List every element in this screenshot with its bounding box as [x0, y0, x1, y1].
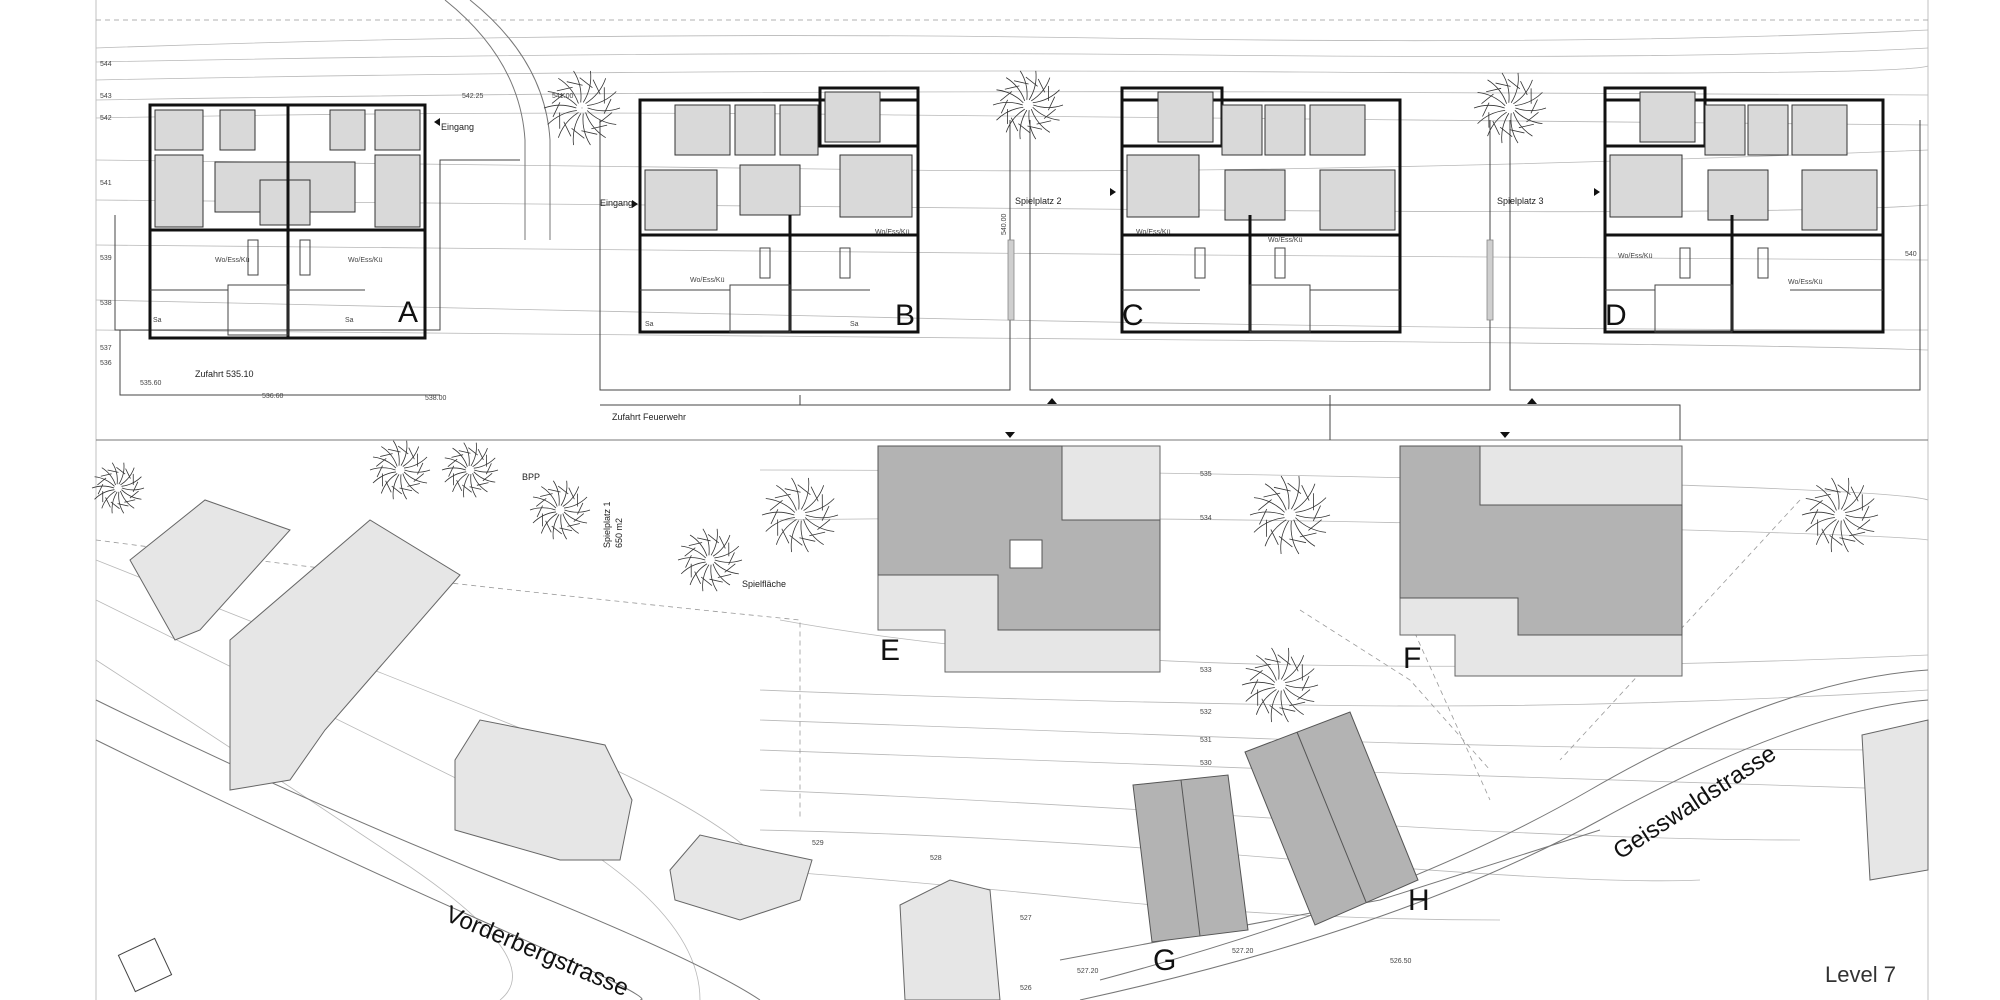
tree-symbols: [91, 70, 1879, 723]
building-letter-f: F: [1403, 642, 1421, 675]
house-letter-b: B: [895, 299, 915, 332]
room-label: Wo/Ess/Kü: [875, 229, 910, 236]
bpp-label: BPP: [522, 472, 540, 482]
house-letter-c: C: [1122, 299, 1144, 332]
contour-label: 530: [1200, 760, 1212, 767]
streets: [95, 439, 1929, 1000]
room-label: Wo/Ess/Kü: [1268, 237, 1303, 244]
room-label: Wo/Ess/Kü: [1788, 279, 1823, 286]
contour-label: 529: [812, 840, 824, 847]
room-label: Wo/Ess/Kü: [1618, 253, 1653, 260]
contour-label: 526: [1020, 985, 1032, 992]
entrance-label-a: Eingang: [441, 122, 474, 132]
house-d: [1603, 86, 1885, 334]
tree-icon: [992, 70, 1064, 140]
tree-icon: [91, 462, 145, 514]
entrance-label-b: Eingang: [600, 198, 633, 208]
contour-label: 540: [1905, 251, 1917, 258]
building-g: [1132, 774, 1249, 943]
contour-label: 527: [1020, 915, 1032, 922]
entrance-arrow-icon: [1594, 188, 1600, 196]
building-e: [877, 445, 1161, 673]
tree-icon: [761, 477, 839, 553]
spot-height: 540.00: [1001, 213, 1008, 235]
spot-height: 541.00: [552, 93, 574, 100]
level-label: Level 7: [1825, 962, 1896, 987]
access-label: Zufahrt 535.10: [195, 369, 254, 379]
entrance-arrow-icon: [434, 118, 440, 126]
tree-icon: [677, 528, 743, 592]
house-a: [148, 103, 427, 340]
building-h: [1244, 711, 1419, 926]
tree-icon: [441, 442, 499, 498]
tree-icon: [1801, 477, 1879, 553]
entrance-arrow-icon: [1110, 188, 1116, 196]
tree-icon: [369, 440, 431, 500]
spot-height: 538.00: [425, 395, 447, 402]
contour-label: 544: [100, 61, 112, 68]
contour-label: 538: [100, 300, 112, 307]
room-label: Wo/Ess/Kü: [1136, 229, 1171, 236]
house-letter-a: A: [398, 296, 418, 329]
arrow-up-icon: [1047, 398, 1057, 404]
room-label: Sa: [850, 321, 859, 328]
building-letter-e: E: [880, 634, 900, 667]
tree-icon: [1249, 475, 1331, 555]
spot-height: 536.60: [262, 393, 284, 400]
spot-height: 527.20: [1077, 968, 1099, 975]
tree-icon: [529, 480, 591, 540]
spot-height: 526.50: [1390, 958, 1412, 965]
contour-label: 543: [100, 93, 112, 100]
tree-icon: [1473, 72, 1547, 144]
arrow-up-icon: [1527, 398, 1537, 404]
building-letter-h: H: [1408, 884, 1430, 917]
playground-2-label: Spielplatz 2: [1015, 196, 1062, 206]
room-label: Sa: [345, 317, 354, 324]
contour-label: 542: [100, 115, 112, 122]
tree-icon: [543, 70, 621, 146]
playground-3-label: Spielplatz 3: [1497, 196, 1544, 206]
house-b: [638, 86, 920, 334]
building-letter-g: G: [1153, 944, 1176, 977]
contour-label: 528: [930, 855, 942, 862]
contour-label: 531: [1200, 737, 1212, 744]
contour-label: 536: [100, 360, 112, 367]
arrow-down-icon: [1005, 432, 1015, 438]
contour-label: 535: [1200, 471, 1212, 478]
existing-buildings: [117, 499, 1929, 1000]
playground-1-label: Spielplatz 1: [602, 501, 612, 548]
contour-label: 537: [100, 345, 112, 352]
terrace-outlines: [114, 120, 1921, 440]
room-label: Sa: [153, 317, 162, 324]
contour-label: 541: [100, 180, 112, 187]
play-area-label: Spielfläche: [742, 579, 786, 589]
spot-height: 542.25: [462, 93, 484, 100]
playground-1-area: 650 m2: [614, 518, 624, 548]
arrow-down-icon: [1500, 432, 1510, 438]
entrance-arrow-icon: [632, 200, 638, 208]
contour-label: 532: [1200, 709, 1212, 716]
room-label: Wo/Ess/Kü: [690, 277, 725, 284]
contour-label: 533: [1200, 667, 1212, 674]
room-label: Wo/Ess/Kü: [215, 257, 250, 264]
spot-height: 535.60: [140, 380, 162, 387]
building-f: [1399, 445, 1683, 677]
contour-label: 534: [1200, 515, 1212, 522]
house-letter-d: D: [1605, 299, 1627, 332]
house-c: [1120, 86, 1402, 334]
spot-height: 527.20: [1232, 948, 1254, 955]
room-label: Wo/Ess/Kü: [348, 257, 383, 264]
fire-access-label: Zufahrt Feuerwehr: [612, 412, 686, 422]
contour-label: 539: [100, 255, 112, 262]
tree-icon: [1241, 647, 1319, 723]
room-label: Sa: [645, 321, 654, 328]
